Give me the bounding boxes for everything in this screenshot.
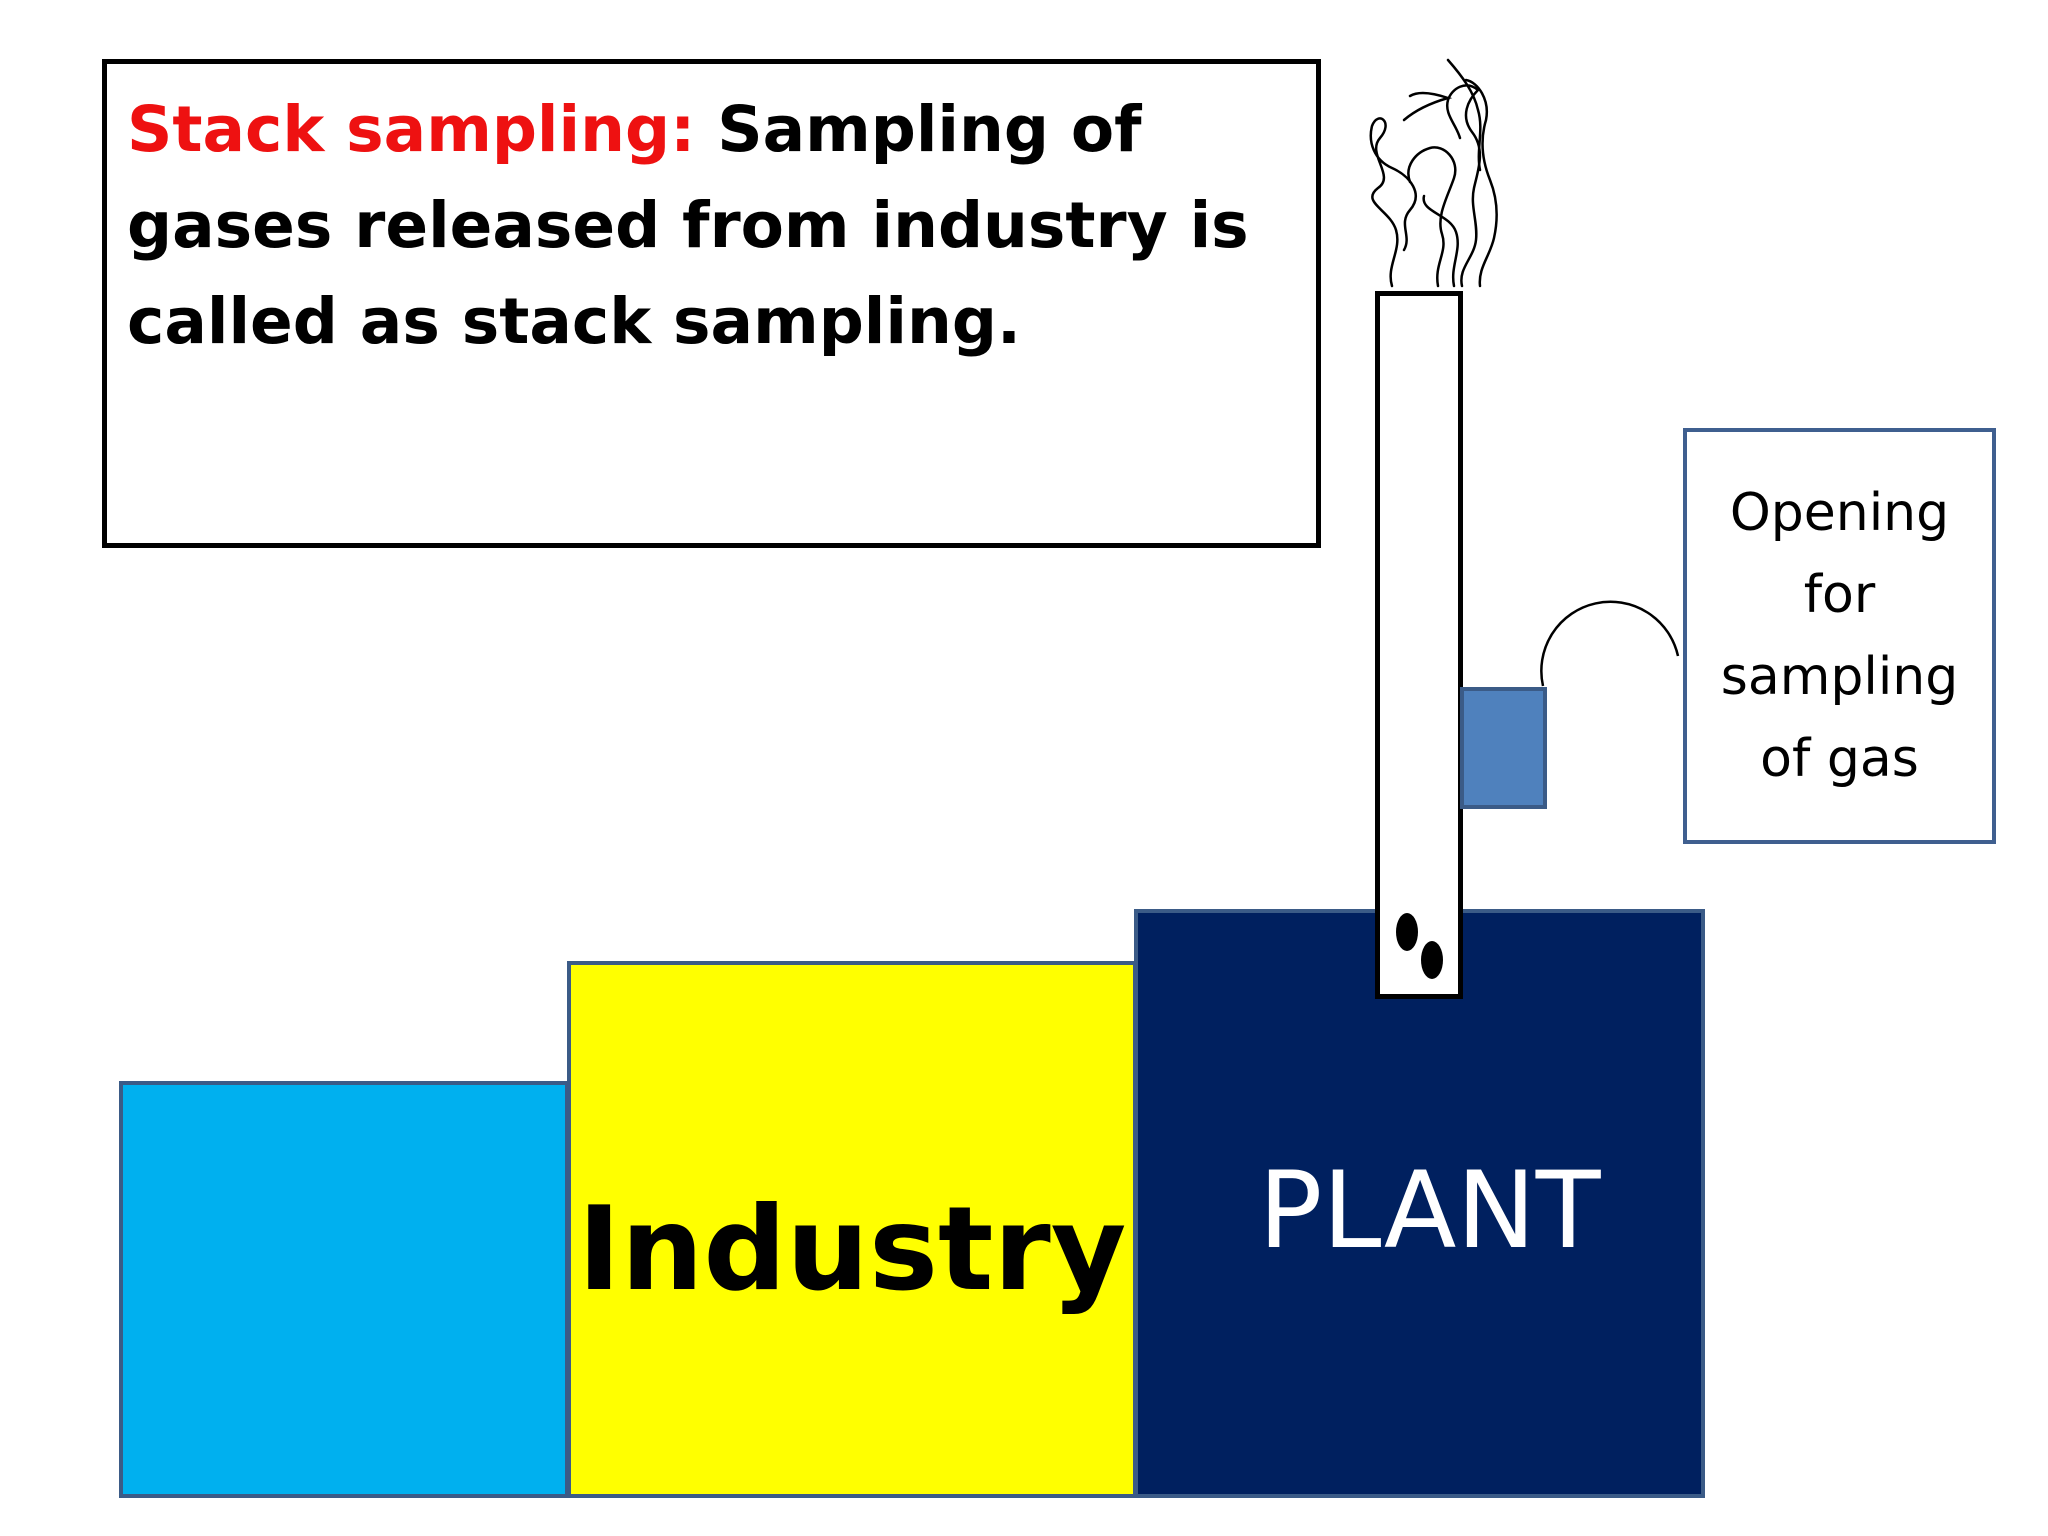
chimney-stack [1375, 291, 1463, 999]
definition-body: Sampling of gases released from industry… [127, 93, 1249, 358]
plant-label: PLANT [1258, 1149, 1601, 1272]
connector-arc [1540, 600, 1680, 687]
callout-line: sampling [1720, 647, 1959, 707]
smoke-icon [1369, 58, 1498, 288]
industry-label: Industry [577, 1182, 1127, 1317]
plant-block: PLANT [1134, 909, 1705, 1498]
callout-line: of gas [1760, 729, 1919, 789]
definition-box: Stack sampling: Sampling of gases releas… [102, 59, 1321, 548]
left-building-block [119, 1081, 569, 1498]
stack-particle-dot [1396, 913, 1418, 951]
industry-block: Industry [567, 961, 1137, 1498]
callout-box: Opening for sampling of gas [1683, 428, 1996, 844]
callout-line: for [1803, 565, 1876, 625]
callout-line: Opening [1729, 483, 1950, 543]
definition-text: Stack sampling: Sampling of gases releas… [127, 82, 1296, 370]
stack-particle-dot [1421, 941, 1443, 979]
sampling-port [1460, 687, 1547, 809]
callout-text: Opening for sampling of gas [1721, 472, 1958, 800]
definition-term: Stack sampling: [127, 93, 696, 166]
